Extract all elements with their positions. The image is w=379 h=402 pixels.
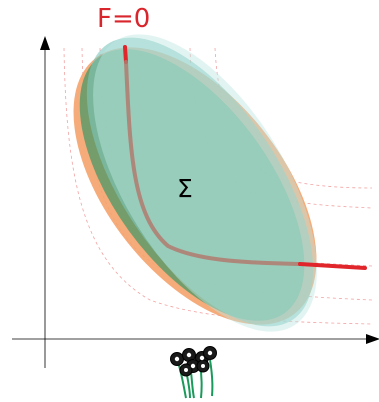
constraint-curve-inside (124, 60, 302, 266)
axes (12, 36, 379, 368)
flower-bouquet-icon (170, 346, 217, 399)
x-axis-arrow (366, 334, 379, 344)
constraint-curve-outside-right (298, 262, 367, 270)
constraint-label: F=0 (97, 4, 151, 34)
constraint-curve (123, 45, 367, 270)
constraint-curve-outside-top (123, 45, 128, 64)
covariance-label: Σ (177, 174, 193, 203)
level-curve-1 (63, 47, 373, 325)
ellipse-light-teal (93, 34, 317, 332)
ellipse-teal (86, 37, 314, 327)
y-axis-arrow (40, 36, 50, 50)
covariance-ellipses (73, 34, 317, 332)
